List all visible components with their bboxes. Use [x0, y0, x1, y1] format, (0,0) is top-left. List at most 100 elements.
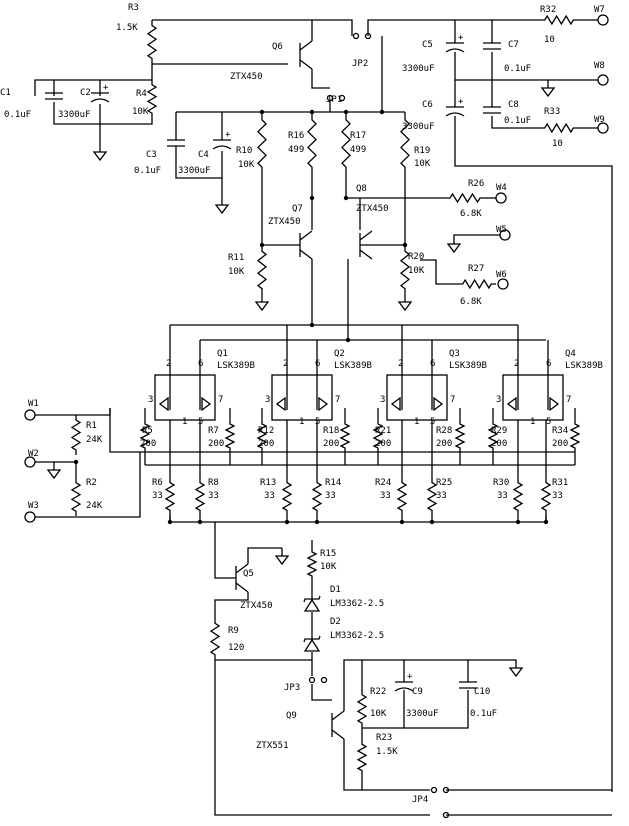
junction-dot [197, 519, 203, 525]
resistor-r26 [445, 192, 485, 204]
r12-value-label: 200 [258, 439, 274, 449]
wire-w5-gnd [453, 234, 500, 244]
pin-label-6: 6 [315, 359, 320, 369]
jfet-q1-outline [154, 374, 216, 421]
junction-dot [429, 519, 435, 525]
junction-dot [515, 519, 521, 525]
r1-value-label: 24K [86, 435, 103, 445]
r22-ref-label: R22 [370, 687, 386, 697]
q2-ref-label: Q2 [334, 349, 345, 359]
transistor-q7-emitter [299, 249, 313, 260]
ground-icon [214, 204, 230, 215]
resistor-r7 [224, 420, 236, 452]
q3-value-label: LSK389B [449, 361, 487, 371]
jumper-jp3-pin-a [308, 676, 316, 684]
ground-icon [92, 151, 108, 162]
resistor-r8 [194, 478, 206, 515]
q9-ref-label: Q9 [286, 711, 297, 721]
c1-value-label: 0.1uF [4, 110, 31, 120]
resistor-r3 [146, 20, 158, 64]
wire-q5-col [247, 547, 282, 564]
terminal-w8-label: W8 [594, 61, 605, 71]
r9-ref-label: R9 [228, 626, 239, 636]
terminal-w5-label: W5 [496, 225, 507, 235]
r25-value-label: 33 [436, 491, 447, 501]
resistor-r22 [356, 690, 368, 728]
pin-label-7: 7 [218, 395, 223, 405]
r27-value-label: 6.8K [460, 297, 482, 307]
wire-gnd-c10 [468, 659, 517, 668]
r21-ref-label: R21 [375, 426, 391, 436]
resistor-r30 [512, 478, 524, 515]
q8-value-label: ZTX450 [356, 204, 389, 214]
r8-value-label: 33 [208, 491, 219, 501]
terminal-w4-label: W4 [496, 183, 507, 193]
capacitor-c2-plate-b [90, 98, 110, 103]
r14-ref-label: R14 [325, 478, 341, 488]
resistor-r13 [281, 478, 293, 515]
d1-ref-label: D1 [330, 585, 341, 595]
pin-label-2: 2 [514, 359, 519, 369]
wire-top-rail [152, 19, 353, 36]
terminal-w7 [597, 14, 609, 26]
terminal-w6-label: W6 [496, 270, 507, 280]
terminal-w3-label: W3 [28, 501, 39, 511]
resistor-r29 [487, 420, 499, 452]
resistor-r1 [70, 415, 82, 455]
components [24, 14, 609, 819]
c8-value-label: 0.1uF [504, 116, 531, 126]
r13-value-label: 33 [264, 491, 275, 501]
resistor-r24 [396, 478, 408, 515]
r4-value-label: 10K [132, 107, 149, 117]
resistor-r23 [356, 740, 368, 775]
r3-ref-label: R3 [128, 3, 139, 13]
r16-ref-label: R16 [288, 131, 304, 141]
resistor-r33 [540, 122, 578, 134]
q5-value-label: ZTX450 [240, 601, 273, 611]
d2-value-label: LM3362-2.5 [330, 631, 384, 641]
jp1-ref-label: JP1 [326, 95, 342, 105]
junction-dot [399, 519, 405, 525]
wire-w3 [35, 452, 141, 518]
r28-value-label: 200 [436, 439, 452, 449]
ground-icon [540, 87, 556, 98]
q2-value-label: LSK389B [334, 361, 372, 371]
resistor-r18 [339, 420, 351, 452]
r17-value-label: 499 [350, 145, 366, 155]
transistor-q5-collector [235, 563, 249, 574]
q4-value-label: LSK389B [565, 361, 603, 371]
zener-d1-bar [303, 595, 321, 603]
r12-ref-label: R12 [258, 426, 274, 436]
transistor-q9-emitter [331, 729, 345, 740]
r7-ref-label: R7 [208, 426, 219, 436]
resistor-r9 [209, 618, 221, 660]
capacitor-c4-plus-mark: + [225, 130, 231, 140]
wire-q9-col [343, 659, 468, 711]
resistor-r4 [146, 80, 158, 118]
c6-ref-label: C6 [422, 100, 433, 110]
r23-value-label: 1.5K [376, 747, 398, 757]
terminal-w6 [497, 278, 509, 290]
pin-label-2: 2 [398, 359, 403, 369]
r33-value-label: 10 [552, 139, 563, 149]
c5-ref-label: C5 [422, 40, 433, 50]
r6-ref-label: R6 [152, 478, 163, 488]
wire-c3-bot [175, 146, 222, 179]
c4-ref-label: C4 [198, 150, 209, 160]
r18-value-label: 200 [323, 439, 339, 449]
q8-ref-label: Q8 [356, 184, 367, 194]
c2-value-label: 3300uF [58, 110, 91, 120]
pin-label-6: 6 [430, 359, 435, 369]
ground-icon [46, 469, 62, 480]
q1-value-label: LSK389B [217, 361, 255, 371]
pin-label-5: 5 [315, 417, 320, 427]
r19-value-label: 10K [414, 159, 431, 169]
c10-value-label: 0.1uF [470, 709, 497, 719]
resistor-r15 [306, 548, 318, 580]
c3-ref-label: C3 [146, 150, 157, 160]
jfet-q3-outline [386, 374, 448, 421]
r34-value-label: 200 [552, 439, 568, 449]
wire-r9-bottom [214, 660, 430, 816]
jfet-q4-gate-b [549, 396, 560, 412]
resistor-r31 [540, 478, 552, 515]
